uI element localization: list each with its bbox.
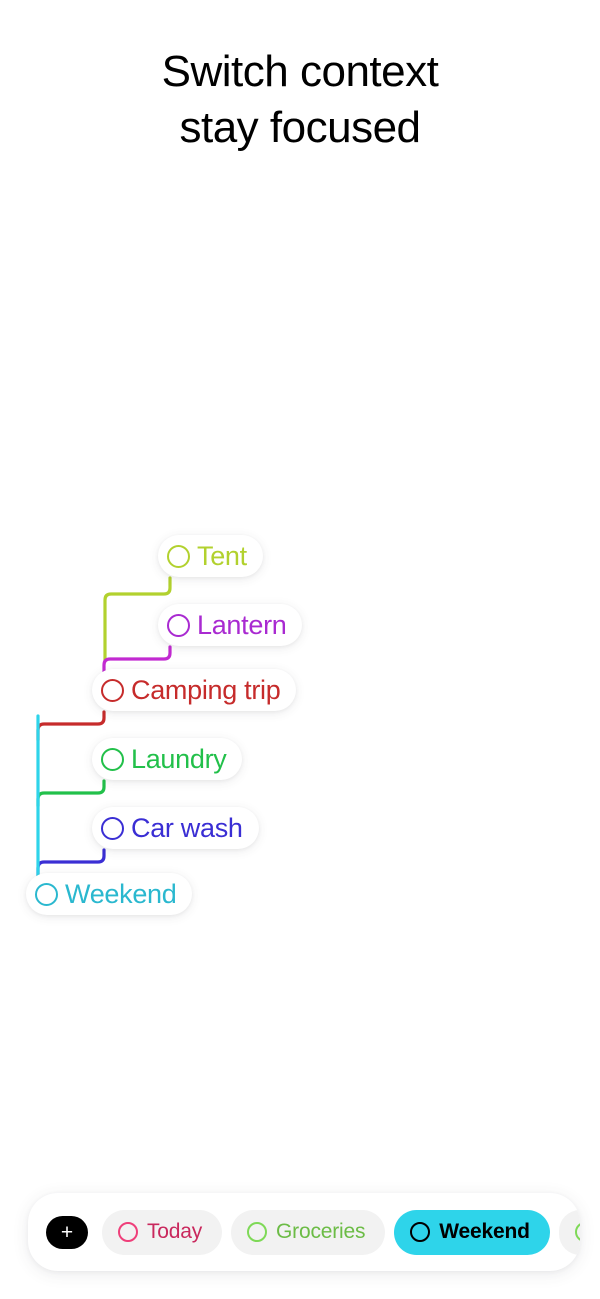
task-circle-icon[interactable]: [167, 613, 190, 637]
context-chip-today[interactable]: Today: [102, 1209, 223, 1255]
plus-icon: +: [60, 1220, 74, 1244]
context-chip-partial[interactable]: [558, 1209, 580, 1255]
chip-circle-icon: [118, 1222, 138, 1242]
tree-connector-laundry-to-weekend: [36, 779, 106, 808]
task-node-label: Lantern: [197, 610, 287, 640]
page-title-line-2: stay focused: [179, 103, 421, 152]
task-node-label: Weekend: [65, 879, 177, 909]
task-node-car-wash[interactable]: Car wash: [92, 807, 259, 849]
task-node-label: Camping trip: [131, 675, 281, 705]
task-node-tent[interactable]: Tent: [158, 535, 263, 577]
page-title-line-1: Switch context: [161, 47, 439, 96]
task-node-label: Laundry: [131, 744, 227, 774]
task-node-label: Tent: [197, 541, 247, 571]
context-chip-label: Weekend: [439, 1220, 530, 1243]
task-node-weekend[interactable]: Weekend: [26, 873, 193, 915]
context-switcher-bar: + Today Groceries Weekend: [28, 1193, 580, 1271]
context-chip-label: Today: [147, 1220, 203, 1243]
tree-connector-camping-to-weekend: [36, 710, 106, 742]
task-circle-icon[interactable]: [101, 816, 124, 840]
task-circle-icon[interactable]: [167, 544, 190, 568]
task-node-label: Car wash: [131, 813, 243, 843]
context-chip-groceries[interactable]: Groceries: [231, 1209, 386, 1255]
task-node-laundry[interactable]: Laundry: [92, 738, 243, 780]
task-node-lantern[interactable]: Lantern: [158, 604, 303, 646]
context-chip-list[interactable]: Today Groceries Weekend: [102, 1209, 580, 1255]
task-node-camping-trip[interactable]: Camping trip: [92, 669, 297, 711]
chip-circle-icon: [574, 1222, 580, 1242]
chip-circle-icon: [410, 1222, 431, 1242]
task-circle-icon[interactable]: [35, 882, 58, 906]
context-chip-label: Groceries: [276, 1220, 366, 1243]
chip-circle-icon: [247, 1222, 268, 1242]
page-title: Switch context stay focused: [0, 44, 600, 156]
add-button[interactable]: +: [46, 1215, 88, 1249]
task-circle-icon[interactable]: [101, 678, 124, 702]
context-chip-weekend[interactable]: Weekend: [394, 1209, 550, 1255]
task-circle-icon[interactable]: [101, 747, 124, 771]
